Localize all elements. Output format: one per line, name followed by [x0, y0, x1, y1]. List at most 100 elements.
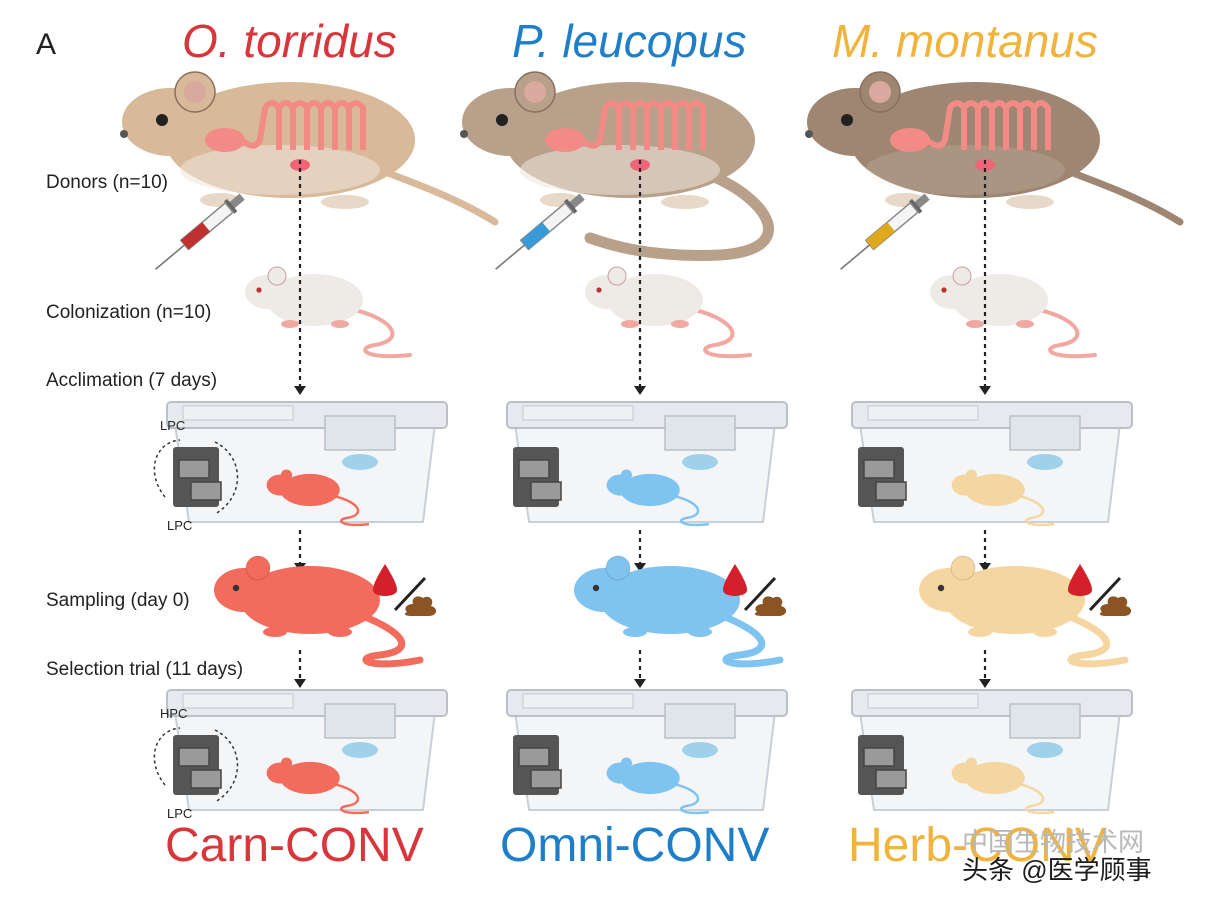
mouse-body	[280, 761, 340, 795]
donor-animal	[460, 71, 774, 261]
mouse-eye	[937, 584, 945, 592]
water-bottle	[1009, 415, 1081, 451]
cage-mouse	[606, 757, 710, 815]
syringe-needle	[155, 244, 186, 270]
food-hopper	[875, 481, 907, 501]
water-bottle	[324, 415, 396, 451]
mouse-tail	[674, 494, 710, 527]
mouse-ear	[965, 469, 978, 481]
donor-foot	[1006, 195, 1054, 209]
feces-icon	[1099, 596, 1132, 616]
mouse-eye	[232, 584, 240, 592]
syringe-fluid	[180, 222, 210, 250]
donor-animal	[805, 71, 1184, 226]
blood-drop-icon	[723, 564, 747, 596]
donor-ear-inner	[524, 81, 546, 103]
step-acclimation: Acclimation (7 days)	[46, 370, 218, 391]
water-bottle	[664, 703, 736, 739]
mouse-body	[945, 566, 1085, 634]
donor-gut-icon	[897, 100, 1051, 150]
water-bottle	[664, 415, 736, 451]
mouse-body	[620, 761, 680, 795]
cage-lid-panel	[867, 693, 979, 709]
mouse-tail	[693, 308, 752, 359]
cage-mouse	[951, 757, 1055, 815]
flow-arrow-head	[979, 386, 991, 395]
cage	[506, 401, 788, 527]
mouse-body	[267, 274, 363, 326]
mouse-body	[607, 274, 703, 326]
sampling-mouse	[919, 555, 1129, 668]
flow-arrow-head	[634, 563, 646, 572]
mouse-body	[952, 274, 1048, 326]
cage	[851, 689, 1133, 815]
mouse-foot	[968, 627, 992, 637]
mouse-foot	[328, 627, 352, 637]
water-nozzle	[1027, 742, 1063, 758]
syringe-grip	[908, 198, 923, 214]
mouse-foot	[1016, 320, 1034, 328]
cage-lid-panel	[867, 405, 979, 421]
cage-mouse	[266, 757, 370, 815]
water-nozzle	[342, 454, 378, 470]
syringe-icon	[840, 193, 930, 270]
food-hopper	[190, 769, 222, 789]
mouse-foot	[263, 627, 287, 637]
syringe-plunger	[228, 193, 245, 209]
choice-loop-arrow	[153, 727, 181, 786]
donor-nose	[120, 130, 128, 138]
mouse-tail	[356, 611, 424, 668]
donor-cecum	[290, 159, 310, 171]
mouse-body	[620, 473, 680, 507]
donor-cecum	[975, 159, 995, 171]
cage-food-label-top: HPC	[160, 706, 187, 721]
mouse-foot	[1033, 627, 1057, 637]
mouse-eye	[596, 287, 602, 293]
donor-nose	[805, 130, 813, 138]
group-label-1: Carn-CONV	[165, 819, 424, 872]
mouse-ear	[620, 757, 633, 769]
donor-eye	[496, 114, 508, 126]
mouse-tail	[1061, 611, 1129, 668]
mouse-ear	[607, 266, 627, 286]
cage-food-label-bottom: LPC	[167, 806, 192, 821]
mouse-tail	[716, 611, 784, 668]
recipient-mouse	[930, 266, 1097, 359]
cage-mouse	[951, 469, 1055, 527]
cage-mouse	[266, 469, 370, 527]
sample-icons	[1068, 564, 1132, 616]
food-hopper	[863, 747, 895, 767]
mouse-ear	[952, 266, 972, 286]
mouse-ear	[605, 555, 631, 581]
mouse-ear	[965, 757, 978, 769]
syringe-fluid	[520, 222, 550, 250]
donor-foot	[321, 195, 369, 209]
food-hopper	[190, 481, 222, 501]
cage-food-label-bottom: LPC	[167, 518, 192, 533]
mouse-ear	[280, 469, 293, 481]
flow-arrow-head	[979, 563, 991, 572]
food-hopper	[178, 747, 210, 767]
slash-divider	[393, 576, 427, 612]
donor-gut-icon	[212, 100, 366, 150]
mouse-foot	[623, 627, 647, 637]
group-label-3: Herb-CONV	[848, 819, 1107, 872]
cage-lid-panel	[522, 405, 634, 421]
donor-animal	[120, 71, 499, 226]
choice-loop-arrow	[214, 441, 239, 515]
water-nozzle	[682, 742, 718, 758]
mouse-tail	[334, 494, 370, 527]
syringe-icon	[495, 193, 585, 270]
mouse-ear	[245, 555, 271, 581]
syringe-plunger	[568, 193, 585, 209]
watermark-line-2: 头条 @医学顾事	[962, 855, 1152, 885]
step-colonization: Colonization (n=10)	[46, 302, 212, 323]
mouse-foot	[331, 320, 349, 328]
mouse-tail	[1019, 494, 1055, 527]
step-selection: Selection trial (11 days)	[46, 659, 244, 680]
mouse-body	[240, 566, 380, 634]
mouse-tail	[674, 782, 710, 815]
